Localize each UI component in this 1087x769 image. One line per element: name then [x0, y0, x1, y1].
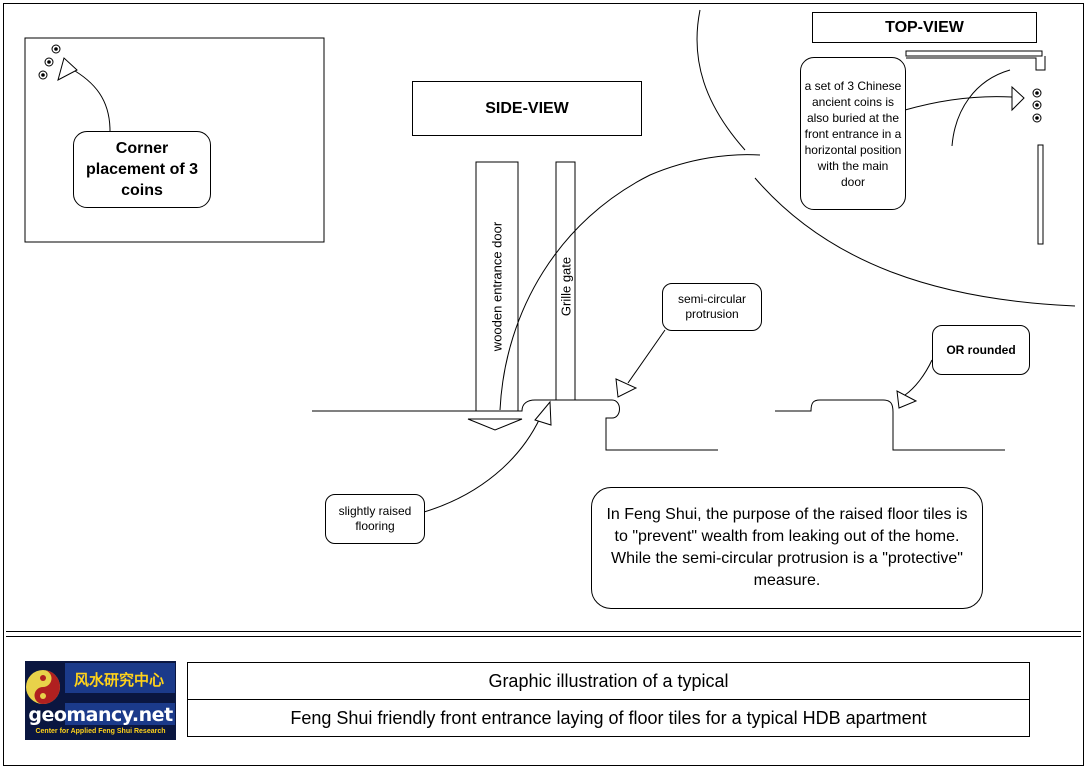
- raised-floor-profile: [312, 399, 718, 451]
- coins-arrow-line: [904, 96, 1013, 111]
- corner-arrowhead-icon: [57, 57, 78, 81]
- side-view-title-text: SIDE-VIEW: [485, 99, 569, 117]
- corner-inset-frame: [24, 37, 325, 243]
- purpose-note-text: In Feng Shui, the purpose of the raised …: [606, 506, 968, 589]
- logo-name-text: geomancy.net: [28, 704, 173, 726]
- caption-line-2: Feng Shui friendly front entrance laying…: [290, 708, 927, 728]
- top-view-title-text: TOP-VIEW: [885, 18, 964, 36]
- geomancy-logo: 风水研究中心 geomancy.net Center for Applied F…: [25, 661, 176, 740]
- top-view-arc-lower: [754, 177, 1076, 307]
- rounded-label: OR rounded: [932, 325, 1030, 375]
- raised-flooring-text: slightly raised flooring: [338, 504, 412, 533]
- wooden-door-label: wooden entrance door: [489, 221, 505, 352]
- protrusion-arrow-line: [627, 329, 666, 384]
- rounded-arrowhead-icon: [896, 390, 918, 409]
- corner-coins-icon: [38, 44, 61, 80]
- top-view-door-swing: [951, 69, 1011, 147]
- side-view-title: SIDE-VIEW: [412, 81, 642, 136]
- protrusion-label-text: semi-circular protrusion: [677, 292, 746, 321]
- raised-flooring-label: slightly raised flooring: [325, 494, 425, 544]
- raised-arrow-line: [423, 417, 541, 513]
- top-view-door-frame: [906, 56, 1046, 71]
- coins-arrowhead-icon: [1011, 85, 1025, 112]
- caption-box: Graphic illustration of a typical Feng S…: [187, 662, 1030, 737]
- wooden-door-rect: [475, 161, 519, 412]
- door-bottom-icon: [467, 418, 523, 431]
- protrusion-arrowhead-icon: [615, 378, 638, 398]
- corner-placement-label: Corner placement of 3 coins: [73, 131, 211, 208]
- coins-note-bubble: a set of 3 Chinese ancient coins is also…: [800, 57, 906, 210]
- top-view-door-top: [905, 50, 1043, 57]
- logo-background-icon: [25, 661, 176, 740]
- top-view-wall: [1037, 144, 1044, 245]
- caption-line-1: Graphic illustration of a typical: [188, 663, 1029, 700]
- rounded-arrow-line: [904, 359, 933, 396]
- top-view-arc-upper: [696, 9, 746, 151]
- coins-note-text: a set of 3 Chinese ancient coins is also…: [804, 78, 902, 189]
- purpose-note-bubble: In Feng Shui, the purpose of the raised …: [591, 487, 983, 609]
- raised-arrowhead-icon: [534, 400, 552, 426]
- rounded-label-text: OR rounded: [946, 343, 1016, 357]
- divider-line: [6, 631, 1081, 637]
- rounded-floor-profile: [775, 399, 1005, 451]
- corner-arrow-line: [69, 67, 111, 132]
- grille-gate-label: Grille gate: [558, 256, 574, 317]
- protrusion-label: semi-circular protrusion: [662, 283, 762, 331]
- page-frame: [3, 3, 1084, 766]
- top-view-title: TOP-VIEW: [812, 12, 1037, 43]
- logo-tagline-text: Center for Applied Feng Shui Research: [35, 728, 166, 735]
- logo-chinese-text: 风水研究中心: [73, 671, 164, 689]
- door-swing-arc: [499, 154, 761, 411]
- corner-placement-text: Corner placement of 3 coins: [85, 140, 199, 199]
- top-view-coins-icon: [1032, 88, 1042, 123]
